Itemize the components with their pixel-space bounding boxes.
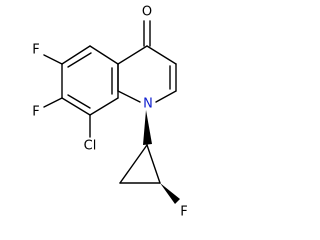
chlorine-label: Cl [84,139,97,154]
fluorine-6-label: F [32,43,39,58]
wedge-bond-cyclopropyl-f [160,183,180,204]
molecule-structure: O N F F Cl F [32,5,187,220]
cyclopropyl-ring [119,144,161,184]
pyridinone-ring [117,45,177,103]
carbonyl-group [143,20,151,47]
benzene-ring [61,45,119,116]
fluorine-cyclopropyl-label: F [180,205,187,220]
wedge-bond-n-cyclopropyl [143,110,152,145]
nitrogen-label: N [143,97,153,112]
fluorine-7-label: F [32,105,39,120]
oxygen-label: O [142,5,152,20]
substituent-bonds [43,54,91,138]
